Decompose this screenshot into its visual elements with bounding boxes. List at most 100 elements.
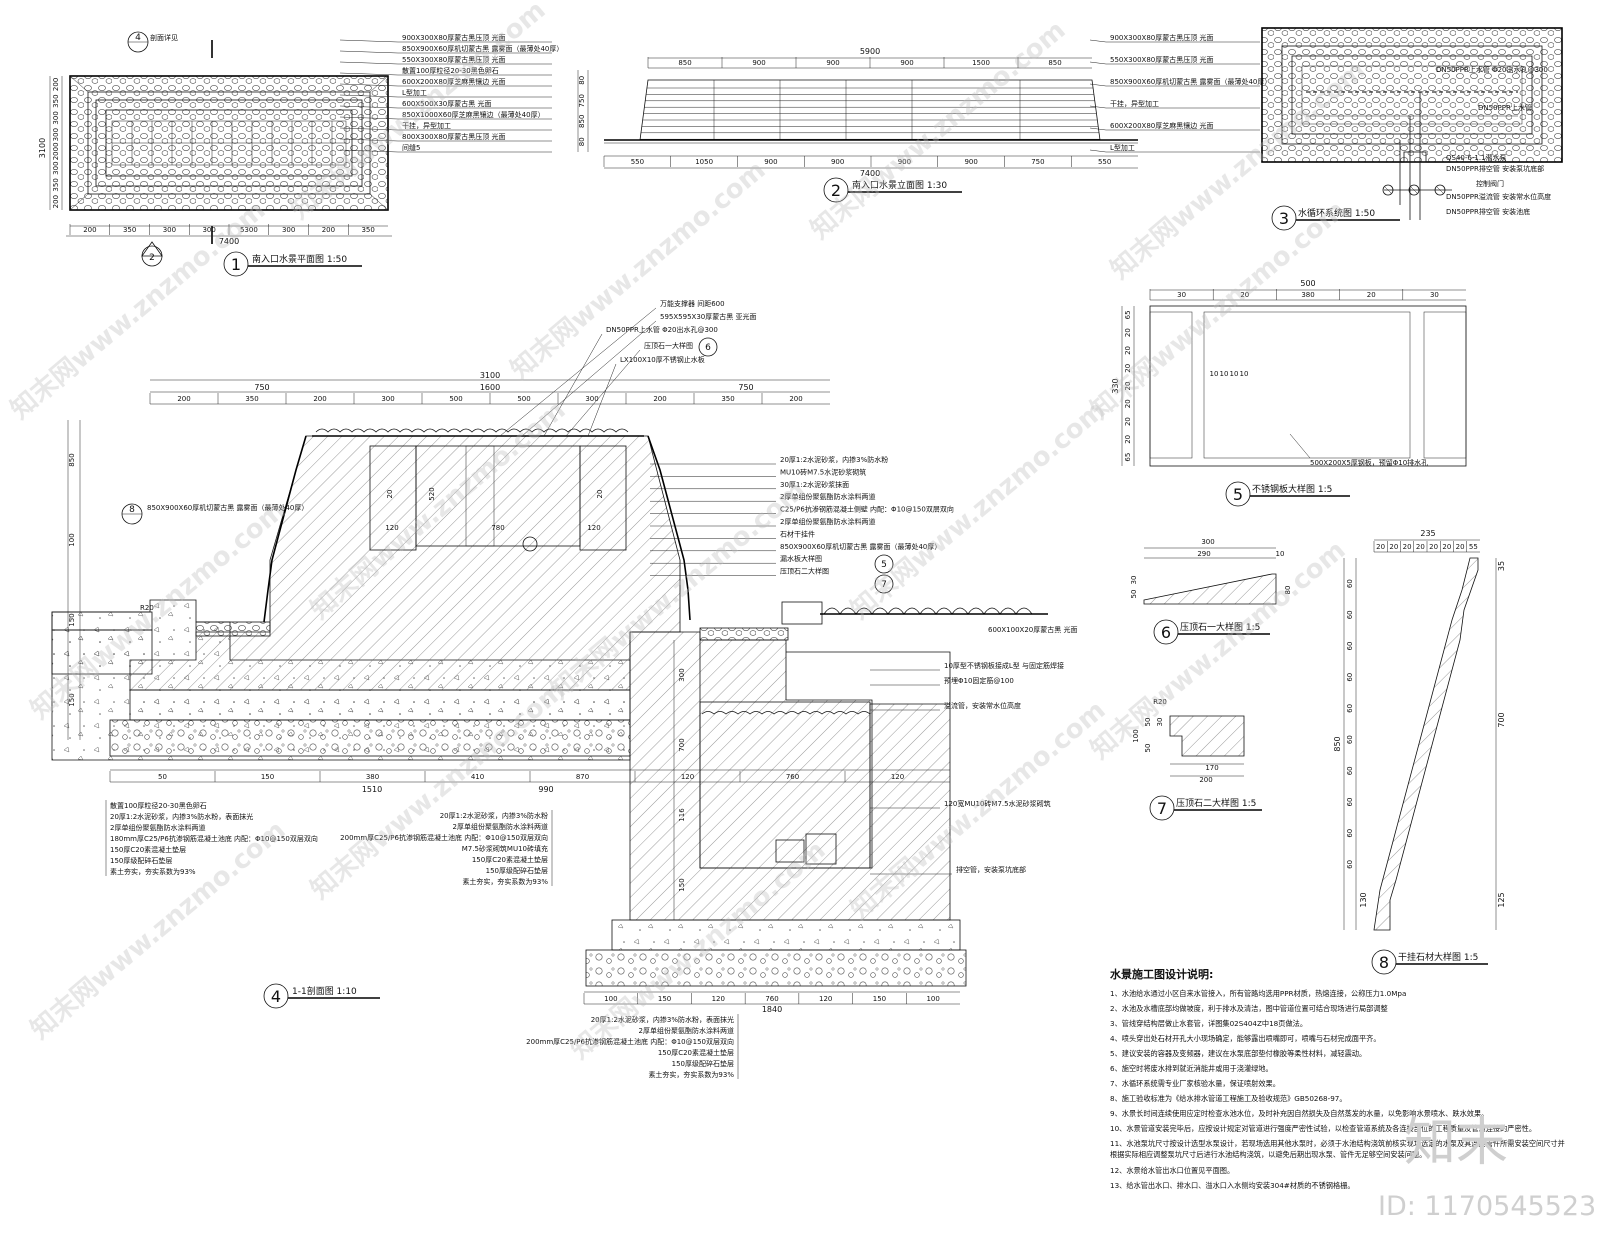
elevation-label-leader xyxy=(1089,149,1107,153)
plan-dim: 350 xyxy=(52,178,60,191)
plan-label-leader xyxy=(339,149,399,153)
section-right-label: MU10砖M7.5水泥砂浆砌筑 xyxy=(780,467,866,476)
section-dim: 100 xyxy=(68,533,76,546)
section-pit-dim: 760 xyxy=(765,995,778,1003)
circ-label: DN50PPR排空管 安装泵坑底部 xyxy=(1446,164,1544,173)
section-top-paving xyxy=(315,428,629,433)
section-inner-dim: 20 xyxy=(386,490,394,499)
plate-dim: 65 xyxy=(1124,453,1132,462)
elevation-dim: 1500 xyxy=(972,59,990,67)
cap1-dim: 50 xyxy=(1130,590,1138,599)
elevation-dim: 750 xyxy=(1031,158,1044,166)
cap1-profile xyxy=(1143,573,1277,605)
plan-label: 550X300X80厚蒙古黑压顶 光面 xyxy=(402,55,505,64)
stone-dim: 55 xyxy=(1469,543,1478,551)
elevation-dim: 850 xyxy=(678,59,691,67)
section-pit-dim: 120 xyxy=(819,995,832,1003)
cap1-title: 压顶石一大样图 1:5 xyxy=(1180,621,1260,633)
section-right-label: 石材干挂件 xyxy=(780,529,815,538)
notes-item: 12、水景给水管出水口位置见平面图。 xyxy=(1110,1166,1234,1175)
section-supply-column xyxy=(465,445,495,547)
cap2-dim: 30 xyxy=(1156,718,1164,727)
section-top-label-leader xyxy=(521,320,657,437)
section-top-label-leader xyxy=(499,307,657,437)
section-pit-gravel xyxy=(585,949,967,987)
section-dim: 760 xyxy=(786,773,799,781)
section-pipe-icon xyxy=(522,536,538,552)
elevation-label-leader xyxy=(1089,105,1107,109)
section-layer-label: 180mm厚C25/P6抗渗钢筋混凝土池底 内配：Φ10@150双层双向 xyxy=(110,834,318,843)
section-gravel-layer xyxy=(109,719,631,757)
section-layer-label: M7.5砂浆砌筑MU10砖填充 xyxy=(462,844,548,853)
section-layer-label: 20厚1:2水泥砂浆，内掺3%防水粉，表面抹光 xyxy=(110,812,253,821)
section-layers-mid: 20厚1:2水泥砂浆，内掺3%防水粉2厚单组份聚氨酯防水涂料两道200mm厚C2… xyxy=(340,810,553,886)
cap1-title-number-circle xyxy=(1153,619,1179,645)
section-water-surface xyxy=(701,711,871,715)
section-dim: 150 xyxy=(68,613,76,626)
section-callout-8: 8 xyxy=(129,505,135,515)
section-callout-7: 7 xyxy=(881,580,887,590)
stone-step-dim: 60 xyxy=(1346,610,1354,619)
notes-item: 5、建议安装的容器及变频器，建议在水泵底部垫付橡胶等柔性材料，减轻震动。 xyxy=(1110,1049,1366,1058)
plan-label-leader xyxy=(339,105,399,109)
watermark-id: ID: 1170545523 xyxy=(1378,1191,1596,1222)
plate-dim: 20 xyxy=(1124,382,1132,391)
stone-step-dim: 60 xyxy=(1346,829,1354,838)
section-layer-label: 200mm厚C25/P6抗渗钢筋混凝土池底 内配：Φ10@150双层双向 xyxy=(340,833,548,842)
plan-dim: 200 xyxy=(52,195,60,208)
section-right-pebbles xyxy=(699,627,789,641)
stone-dim: 20 xyxy=(1376,543,1385,551)
plan-section-mark: 4 xyxy=(135,33,141,43)
section-top-side-left: 750 xyxy=(254,383,269,392)
section-pit-label: 预埋Φ10固定筋@100 xyxy=(944,676,1014,685)
section-dim: 350 xyxy=(245,395,258,403)
plan-dim: 350 xyxy=(52,94,60,107)
section-right-label: 2厚单组份聚氨酯防水涂料两道 xyxy=(780,517,875,526)
notes-list: 1、水池给水通过小区自来水管接入，所有管路均选用PPR材质，热熔连接，公称压力1… xyxy=(1110,989,1565,1190)
notes-item: 10、水景管道安装完毕后，应按设计规定对管道进行强度严密性试验，以检查管道系统及… xyxy=(1110,1124,1536,1133)
stone-step-dim: 60 xyxy=(1346,766,1354,775)
plate-dim: 20 xyxy=(1124,328,1132,337)
cap1-dim: 10 xyxy=(1276,550,1285,558)
section-pit-concrete xyxy=(611,919,961,951)
stone-dim: 20 xyxy=(1416,543,1425,551)
section-right-label: 2厚单组份聚氨酯防水涂料两道 xyxy=(780,492,875,501)
plan-label: 850X900X60厚机切蒙古黑 露雾面（最薄处40厚） xyxy=(402,44,563,53)
stone-width: 235 xyxy=(1420,529,1435,538)
section-inner-width: 120 xyxy=(587,524,600,532)
stone-profile xyxy=(1373,557,1479,931)
section-dim: 200 xyxy=(653,395,666,403)
section-dim: 150 xyxy=(68,693,76,706)
plan-dim: 200 xyxy=(52,78,60,91)
section-top-total: 3100 xyxy=(480,371,500,380)
plan-label-leader xyxy=(339,61,399,65)
section-callout-8-label: 850X900X60厚机切蒙古黑 露雾面（最薄处40厚） xyxy=(147,503,308,512)
plan-label: 850X1000X60厚芝麻黑镶边（最薄处40厚） xyxy=(402,110,545,119)
section-top-label-leader xyxy=(543,333,603,437)
elevation-label-leader xyxy=(1089,61,1107,65)
elevation-dim: 80 xyxy=(578,137,586,146)
plate-dim: 30 xyxy=(1430,291,1439,299)
plate-title-number: 5 xyxy=(1233,485,1243,504)
circ-basin xyxy=(1291,55,1533,135)
plan-dim: 300 xyxy=(202,226,215,234)
plan-label-leader xyxy=(339,127,399,131)
section-top-side-right: 750 xyxy=(738,383,753,392)
section-layer-label: 2厚单组份聚氨酯防水涂料两道 xyxy=(453,822,548,831)
section-layer-label: 150厚级配碎石垫层 xyxy=(486,866,548,875)
notes-item: 7、水循环系统需专业厂家核验水量，保证喷射效果。 xyxy=(1110,1079,1280,1088)
plan-dim: 350 xyxy=(361,226,374,234)
plan-basin xyxy=(105,109,353,177)
plate-label: 500X200X5厚钢板，预留Φ10排水孔 xyxy=(1310,458,1428,467)
plan-label: L型加工 xyxy=(402,88,427,97)
